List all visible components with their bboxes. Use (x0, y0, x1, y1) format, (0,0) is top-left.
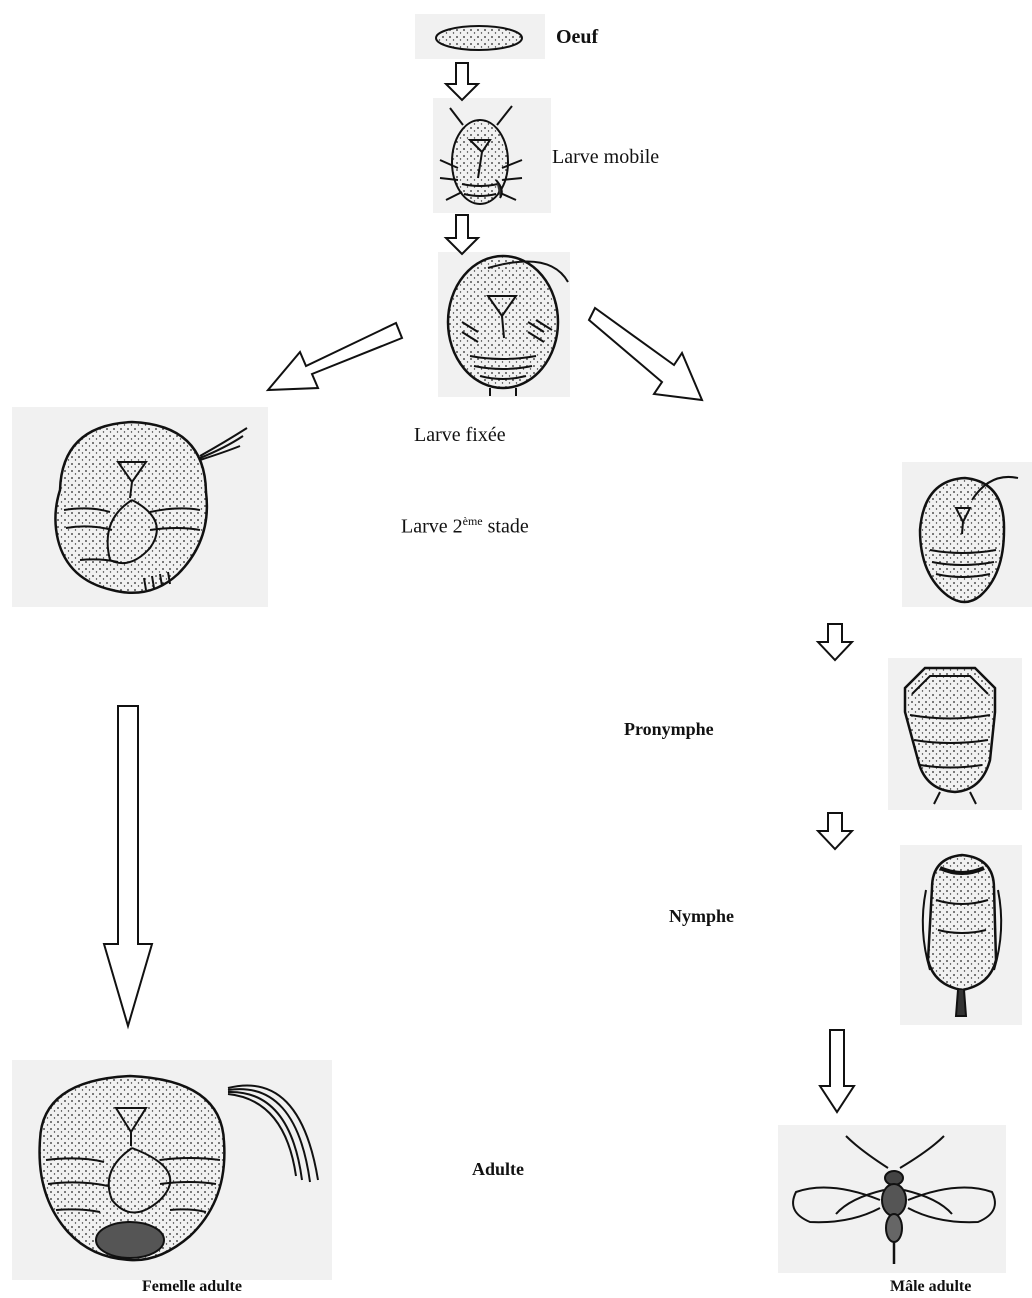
arrow-mobile-to-fixed-larva (446, 215, 478, 254)
arrow-female-second-stage-to-adult (104, 706, 152, 1026)
label-pronymph: Pronymphe (624, 719, 714, 740)
label-adult: Adulte (472, 1159, 524, 1180)
mobile-larva-illustration (440, 106, 522, 204)
pronymph-illustration (905, 668, 995, 804)
arrow-pronymph-to-nymph (818, 813, 852, 849)
label-second-stage-rest: stade (483, 516, 529, 538)
label-second-stage-base: Larve 2 (401, 516, 463, 538)
female-second-stage-illustration (55, 422, 247, 593)
egg-illustration (436, 26, 522, 50)
label-second-stage-sup: ème (463, 514, 483, 528)
label-female-adult: Femelle adulte (142, 1278, 242, 1296)
label-second-stage-larva: Larve 2ème stade (401, 514, 529, 539)
arrow-egg-to-mobile-larva (446, 63, 478, 100)
arrow-fixed-larva-to-female (268, 323, 402, 390)
arrow-fixed-larva-to-male (589, 308, 702, 400)
label-fixed-larva: Larve fixée (414, 424, 506, 447)
nymph-illustration (923, 855, 1001, 1016)
arrow-nymph-to-male-adult (820, 1030, 854, 1112)
female-adult-illustration (40, 1076, 318, 1260)
fixed-larva-illustration (448, 256, 568, 396)
label-mobile-larva: Larve mobile (552, 146, 659, 169)
label-male-adult: Mâle adulte (890, 1278, 971, 1296)
male-adult-illustration (793, 1136, 995, 1264)
label-egg: Oeuf (556, 26, 598, 49)
label-nymph: Nymphe (669, 906, 734, 927)
male-second-stage-illustration (920, 477, 1018, 602)
arrow-male-second-stage-to-pronymph (818, 624, 852, 660)
